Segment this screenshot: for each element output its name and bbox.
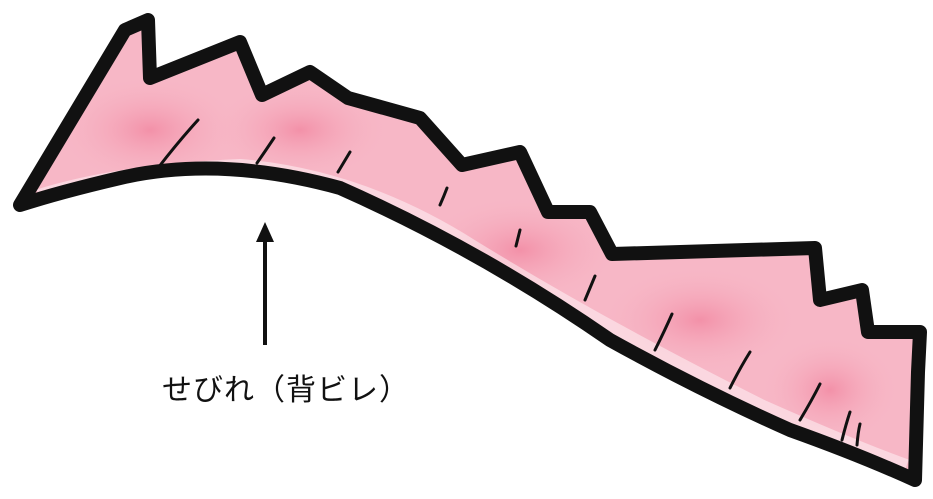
arrow-head-icon bbox=[256, 222, 274, 242]
fin-ray bbox=[336, 150, 352, 174]
fin-ray bbox=[653, 312, 674, 352]
fin-ray bbox=[255, 136, 276, 165]
fin-ray bbox=[728, 350, 752, 390]
fin-ray bbox=[514, 228, 522, 248]
fin-label: せびれ（背ビレ） bbox=[162, 373, 410, 408]
pointer-arrow bbox=[256, 222, 274, 345]
fin-ray bbox=[438, 186, 449, 207]
fin-ray bbox=[583, 274, 597, 302]
fin-ray bbox=[156, 118, 200, 170]
fin-outline bbox=[13, 13, 927, 487]
fin-ray bbox=[798, 382, 822, 422]
fin-ray bbox=[840, 410, 852, 442]
fin-rays bbox=[156, 118, 862, 447]
fin-ray bbox=[855, 422, 862, 447]
